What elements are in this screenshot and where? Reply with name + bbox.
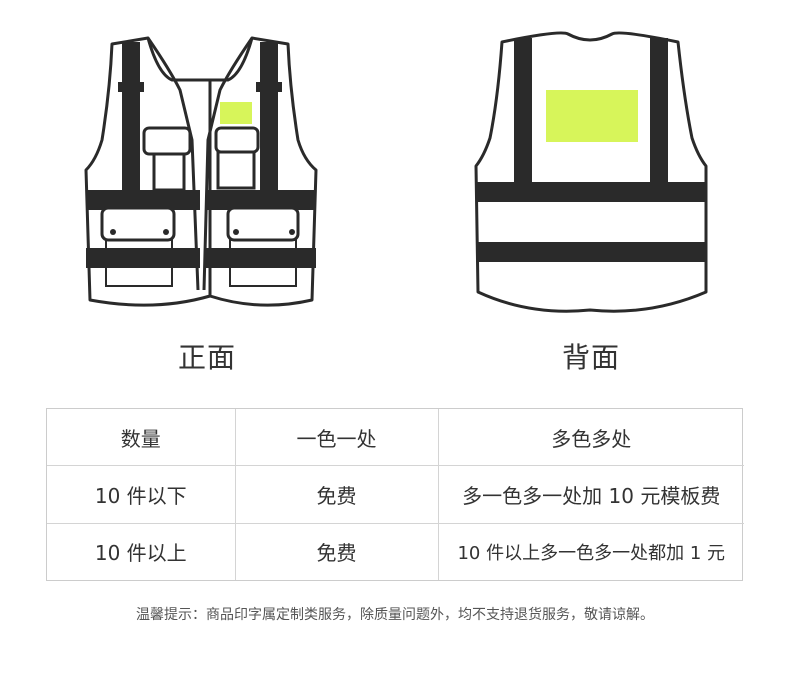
table-row: 10 件以上 免费 10 件以上多一色多一处都加 1 元 <box>47 523 744 580</box>
header-multi-color: 多色多处 <box>438 409 744 467</box>
row1-one-color: 免费 <box>235 465 439 524</box>
row2-one-color: 免费 <box>235 523 439 580</box>
pricing-table: 数量 一色一处 多色多处 10 件以下 免费 多一色多一处加 10 元模板费 1… <box>46 408 744 581</box>
row2-quantity: 10 件以上 <box>47 523 236 580</box>
row2-multi-color: 10 件以上多一色多一处都加 1 元 <box>457 542 726 564</box>
front-caption: 正面 <box>177 341 236 374</box>
row1-multi-color: 多一色多一处加 10 元模板费 <box>438 465 744 524</box>
vest-back-illustration <box>474 31 708 313</box>
row1-quantity: 10 件以下 <box>47 465 236 524</box>
header-quantity: 数量 <box>47 409 236 467</box>
header-one-color: 一色一处 <box>235 409 439 467</box>
vest-front-illustration <box>84 36 318 307</box>
table-header-row: 数量 一色一处 多色多处 <box>47 409 744 467</box>
back-caption: 背面 <box>561 341 620 374</box>
table-row: 10 件以下 免费 多一色多一处加 10 元模板费 <box>47 465 744 524</box>
warm-tip-note: 温馨提示：商品印字属定制类服务，除质量问题外，均不支持退货服务，敬请谅解。 <box>136 607 654 623</box>
